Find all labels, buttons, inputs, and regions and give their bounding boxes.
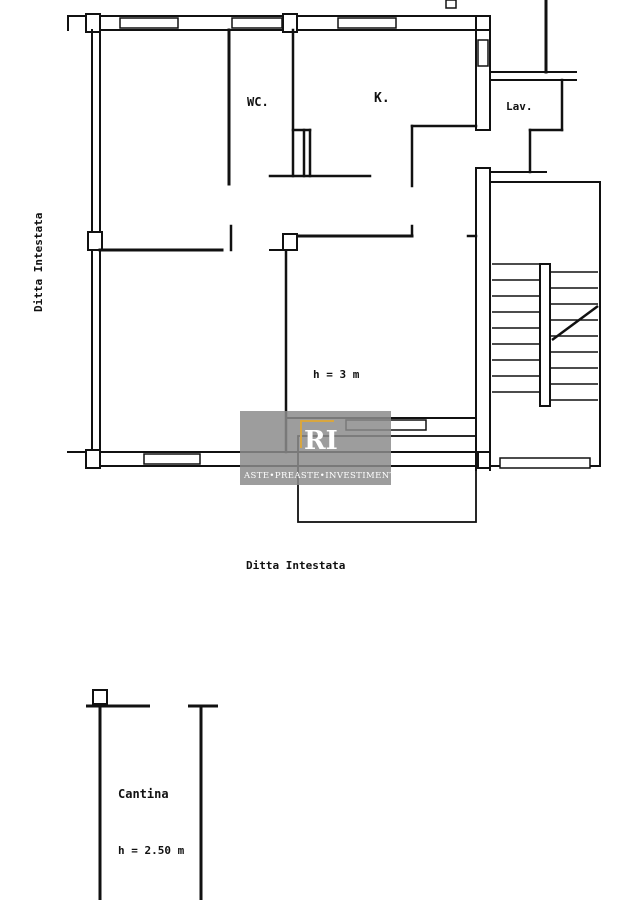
neighbor-label-left: Ditta Intestata — [32, 213, 45, 312]
walls — [67, 0, 601, 523]
logo-letters: RI — [304, 426, 338, 456]
room-label-cellar: Cantina — [118, 787, 169, 801]
room-height-cellar: h = 2.50 m — [118, 844, 185, 857]
logo-icon: RI — [300, 420, 338, 456]
cellar-plan — [86, 689, 218, 900]
room-label-laundry: Lav. — [506, 100, 533, 113]
room-height-main: h = 3 m — [313, 368, 360, 381]
watermark: RI ASTE•PREASTE•INVESTIMENTI — [240, 411, 399, 485]
neighbor-label-bottom: Ditta Intestata — [246, 559, 345, 572]
room-label-kitchen: K. — [374, 91, 390, 106]
stair-treads — [492, 263, 599, 401]
room-label-wc: WC. — [247, 95, 269, 109]
watermark-brand: ASTE•PREASTE•INVESTIMENTI — [243, 471, 399, 481]
